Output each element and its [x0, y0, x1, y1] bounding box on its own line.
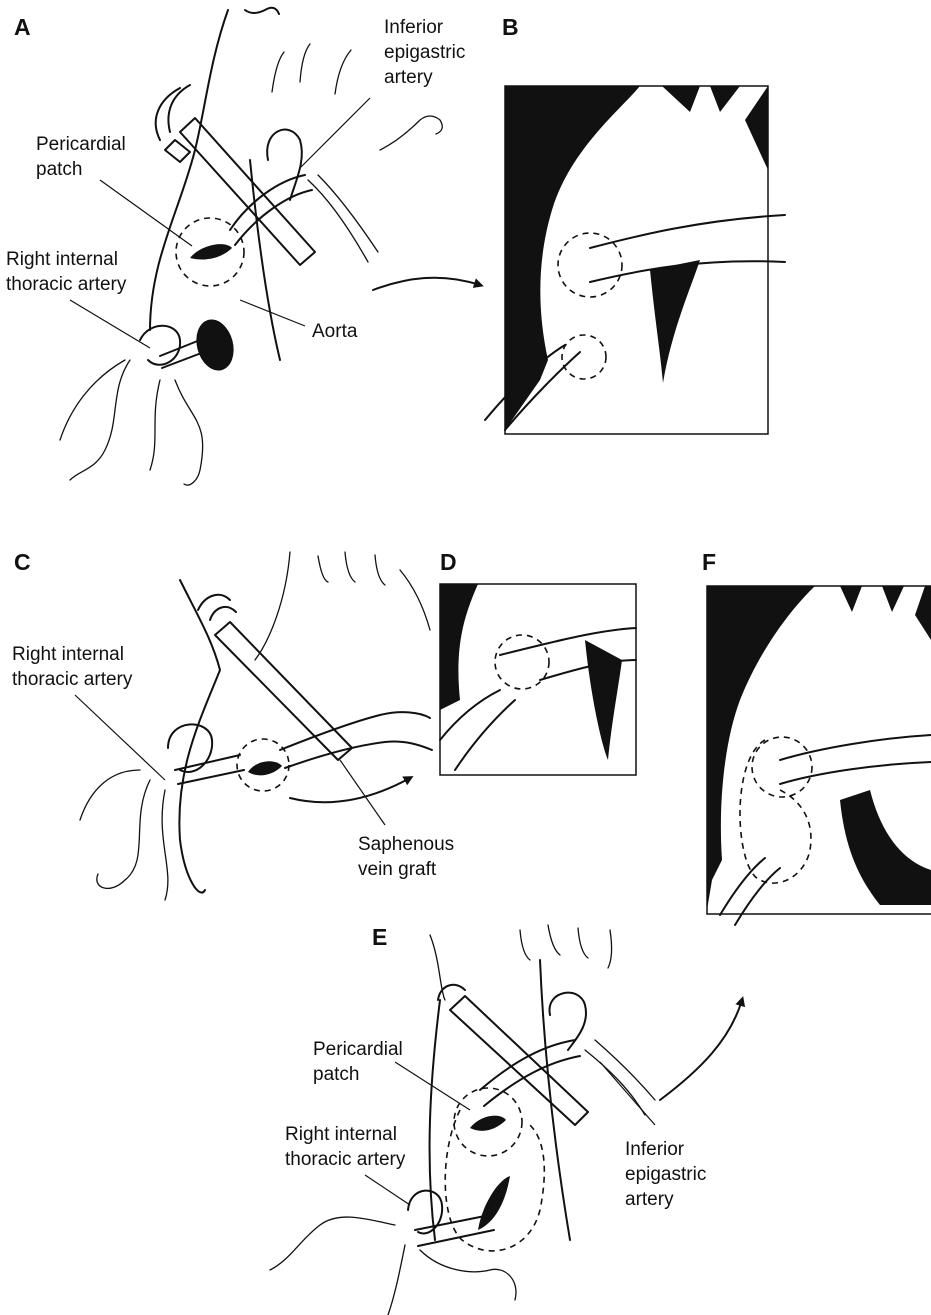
label-e-inferior-epigastric-artery: Inferior epigastric artery — [625, 1139, 706, 1210]
panel-e: E Pericardial patch — [270, 924, 706, 1315]
label-e-pericardial-patch: Pericardial patch — [313, 1039, 403, 1085]
svg-text:thoracic artery: thoracic artery — [285, 1149, 406, 1170]
svg-text:Pericardial: Pericardial — [313, 1039, 403, 1060]
panel-f-letter: F — [702, 549, 716, 575]
svg-text:patch: patch — [36, 159, 82, 180]
curved-arrow-icon — [290, 778, 410, 802]
svg-text:Right internal: Right internal — [285, 1124, 397, 1145]
panel-d: D — [440, 549, 636, 775]
panel-f: F — [702, 549, 931, 925]
panel-b-letter: B — [502, 14, 519, 40]
panel-c: C Right internal thoracic artery Sapheno… — [12, 549, 454, 900]
svg-text:Inferior: Inferior — [384, 17, 444, 38]
svg-text:Right internal: Right internal — [12, 644, 124, 665]
svg-text:epigastric: epigastric — [625, 1164, 706, 1185]
label-c-saphenous-vein-graft: Saphenous vein graft — [358, 834, 454, 880]
svg-text:thoracic artery: thoracic artery — [6, 274, 127, 295]
panel-e-letter: E — [372, 924, 387, 950]
label-a-inferior-epigastric-artery: Inferior epigastric artery — [384, 17, 465, 88]
panel-b: B — [485, 14, 785, 434]
label-a-pericardial-patch: Pericardial patch — [36, 134, 126, 180]
label-c-right-internal-thoracic-artery: Right internal thoracic artery — [12, 644, 133, 690]
curved-arrow-icon — [373, 278, 480, 290]
curved-arrow-icon — [660, 1000, 742, 1100]
svg-text:Pericardial: Pericardial — [36, 134, 126, 155]
panel-a-letter: A — [14, 14, 31, 40]
svg-text:artery: artery — [625, 1189, 674, 1210]
svg-text:thoracic artery: thoracic artery — [12, 669, 133, 690]
panel-c-letter: C — [14, 549, 31, 575]
svg-text:Saphenous: Saphenous — [358, 834, 454, 855]
svg-text:Inferior: Inferior — [625, 1139, 685, 1160]
svg-text:epigastric: epigastric — [384, 42, 465, 63]
panel-d-letter: D — [440, 549, 457, 575]
panel-a: A Inferior — [6, 8, 465, 485]
svg-text:Right internal: Right internal — [6, 249, 118, 270]
label-e-right-internal-thoracic-artery: Right internal thoracic artery — [285, 1124, 406, 1170]
label-a-aorta: Aorta — [312, 321, 358, 342]
svg-text:artery: artery — [384, 67, 433, 88]
svg-text:patch: patch — [313, 1064, 359, 1085]
label-a-right-internal-thoracic-artery: Right internal thoracic artery — [6, 249, 127, 295]
svg-text:vein graft: vein graft — [358, 859, 437, 880]
